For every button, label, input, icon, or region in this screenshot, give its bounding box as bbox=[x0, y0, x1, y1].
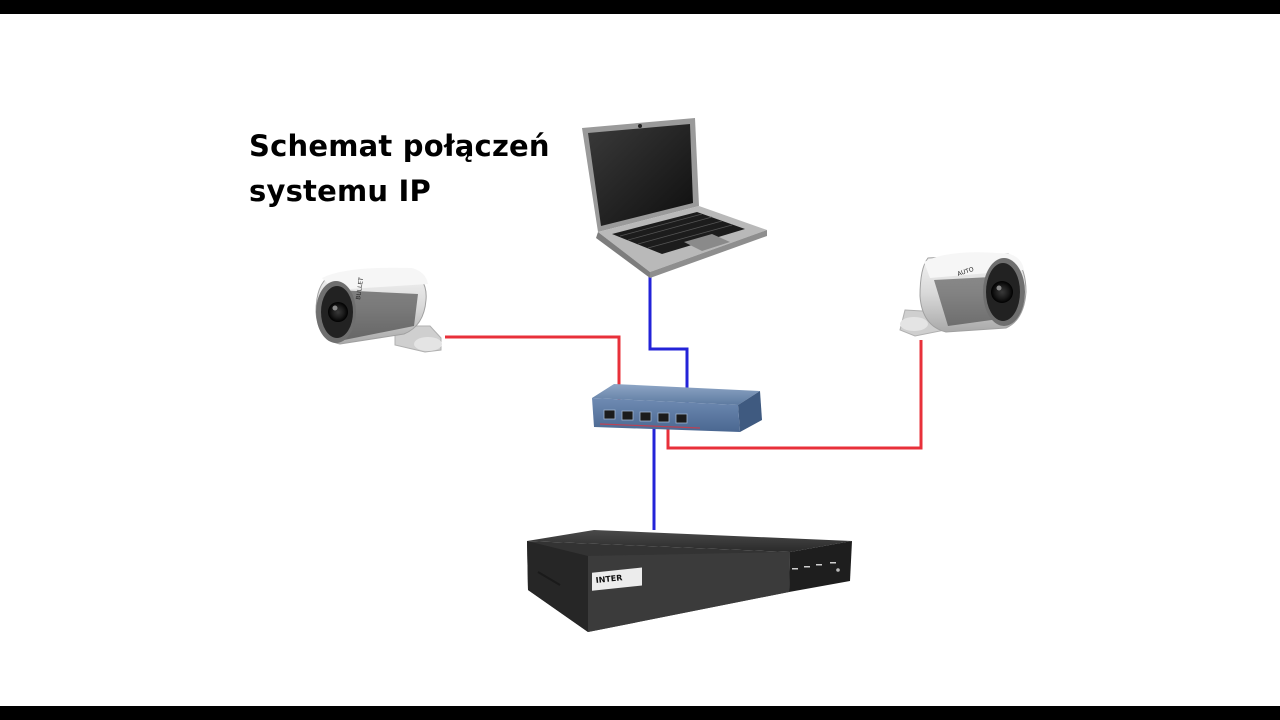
switch-ports bbox=[603, 409, 688, 424]
diagram-title: Schemat połączeń systemu IP bbox=[249, 124, 550, 214]
ip-camera-icon: BULLET bbox=[315, 267, 442, 353]
nvr-recorder-icon: INTER bbox=[527, 530, 852, 632]
poe-cable-right-camera bbox=[666, 340, 923, 450]
ip-camera-icon: AUTO bbox=[899, 252, 1027, 337]
title-line-2: systemu IP bbox=[249, 174, 431, 208]
svg-text:BULLET: BULLET bbox=[355, 277, 365, 301]
svg-text:AUTO: AUTO bbox=[956, 266, 974, 278]
diagram-canvas: Schemat połączeń systemu IP bbox=[0, 14, 1280, 706]
laptop-icon bbox=[582, 118, 767, 278]
connection-diagram: BULLET AUTO bbox=[315, 118, 1027, 632]
nvr-brand-label: INTER bbox=[595, 573, 623, 585]
title-line-1: Schemat połączeń bbox=[249, 129, 550, 163]
poe-switch-icon bbox=[592, 384, 762, 432]
